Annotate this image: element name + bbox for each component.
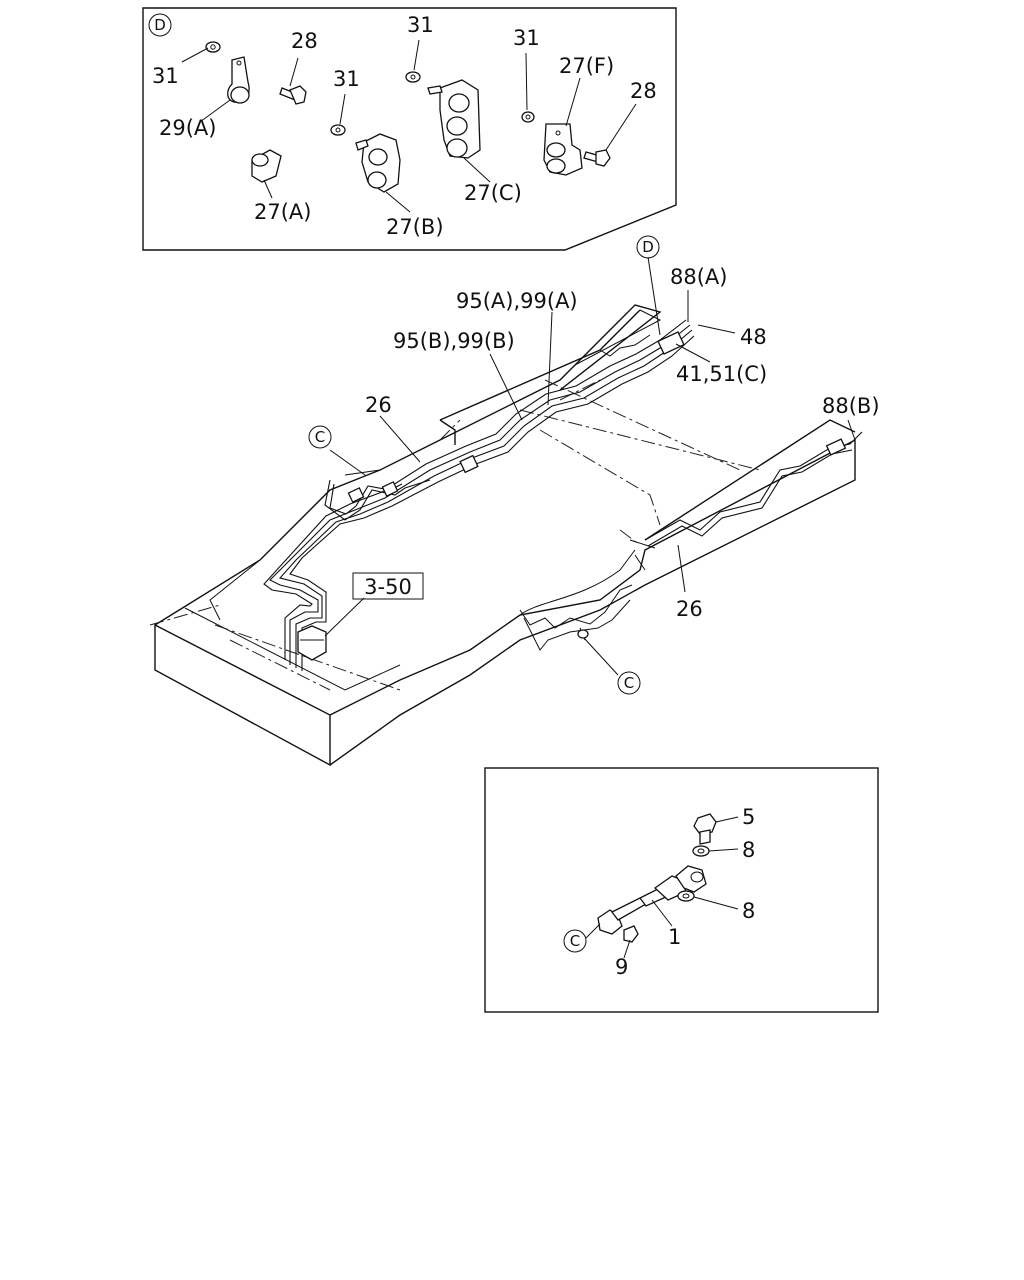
label-26-upper: 26 — [365, 393, 392, 417]
callout-c-mid-letter: C — [624, 674, 634, 692]
label-27b: 27(B) — [386, 215, 444, 239]
callout-c-detail-letter: C — [570, 932, 580, 950]
label-27c: 27(C) — [464, 181, 522, 205]
label-8-upper: 8 — [742, 838, 755, 862]
label-29a: 29(A) — [159, 116, 216, 140]
callout-d-ref-circle — [636, 235, 660, 259]
label-5: 5 — [742, 805, 755, 829]
label-27f: 27(F) — [559, 54, 614, 78]
brake-pipes — [263, 319, 863, 671]
label-88a: 88(A) — [670, 265, 727, 289]
main-leaders — [324, 256, 856, 676]
label-28-a: 28 — [291, 29, 318, 53]
label-8-lower: 8 — [742, 899, 755, 923]
label-31-d: 31 — [513, 26, 540, 50]
callout-c-left-letter: C — [315, 428, 325, 446]
reference-box-label: 3-50 — [364, 575, 412, 599]
label-28-b: 28 — [630, 79, 657, 103]
callout-d-ref-letter: D — [642, 238, 654, 256]
label-48: 48 — [740, 325, 767, 349]
callout-c-detail-circle — [563, 929, 587, 953]
callout-d-circle — [148, 13, 172, 37]
detail-d-leaders — [181, 39, 637, 213]
detail-c-panel: C 5 8 8 1 9 — [484, 767, 879, 1013]
label-27a: 27(A) — [254, 200, 311, 224]
bracket-27f-part — [521, 111, 611, 176]
clamp-27b-part — [330, 124, 401, 193]
label-26-lower: 26 — [676, 597, 703, 621]
label-31-a: 31 — [152, 64, 179, 88]
callout-c-left-circle — [308, 425, 332, 449]
label-88b: 88(B) — [822, 394, 880, 418]
clip-29a-part — [205, 41, 307, 183]
label-95a-99a: 95(A),99(A) — [456, 289, 578, 313]
label-1: 1 — [668, 925, 681, 949]
detail-d-panel: D — [142, 7, 677, 251]
label-41-51c: 41,51(C) — [676, 362, 767, 386]
label-31-b: 31 — [333, 67, 360, 91]
reference-box — [352, 572, 424, 600]
label-31-c: 31 — [407, 13, 434, 37]
callout-c-mid-circle — [617, 671, 641, 695]
label-95b-99b: 95(B),99(B) — [393, 329, 515, 353]
callout-d-letter: D — [154, 16, 166, 34]
clamp-27c-part — [405, 71, 481, 159]
label-9: 9 — [615, 955, 628, 979]
